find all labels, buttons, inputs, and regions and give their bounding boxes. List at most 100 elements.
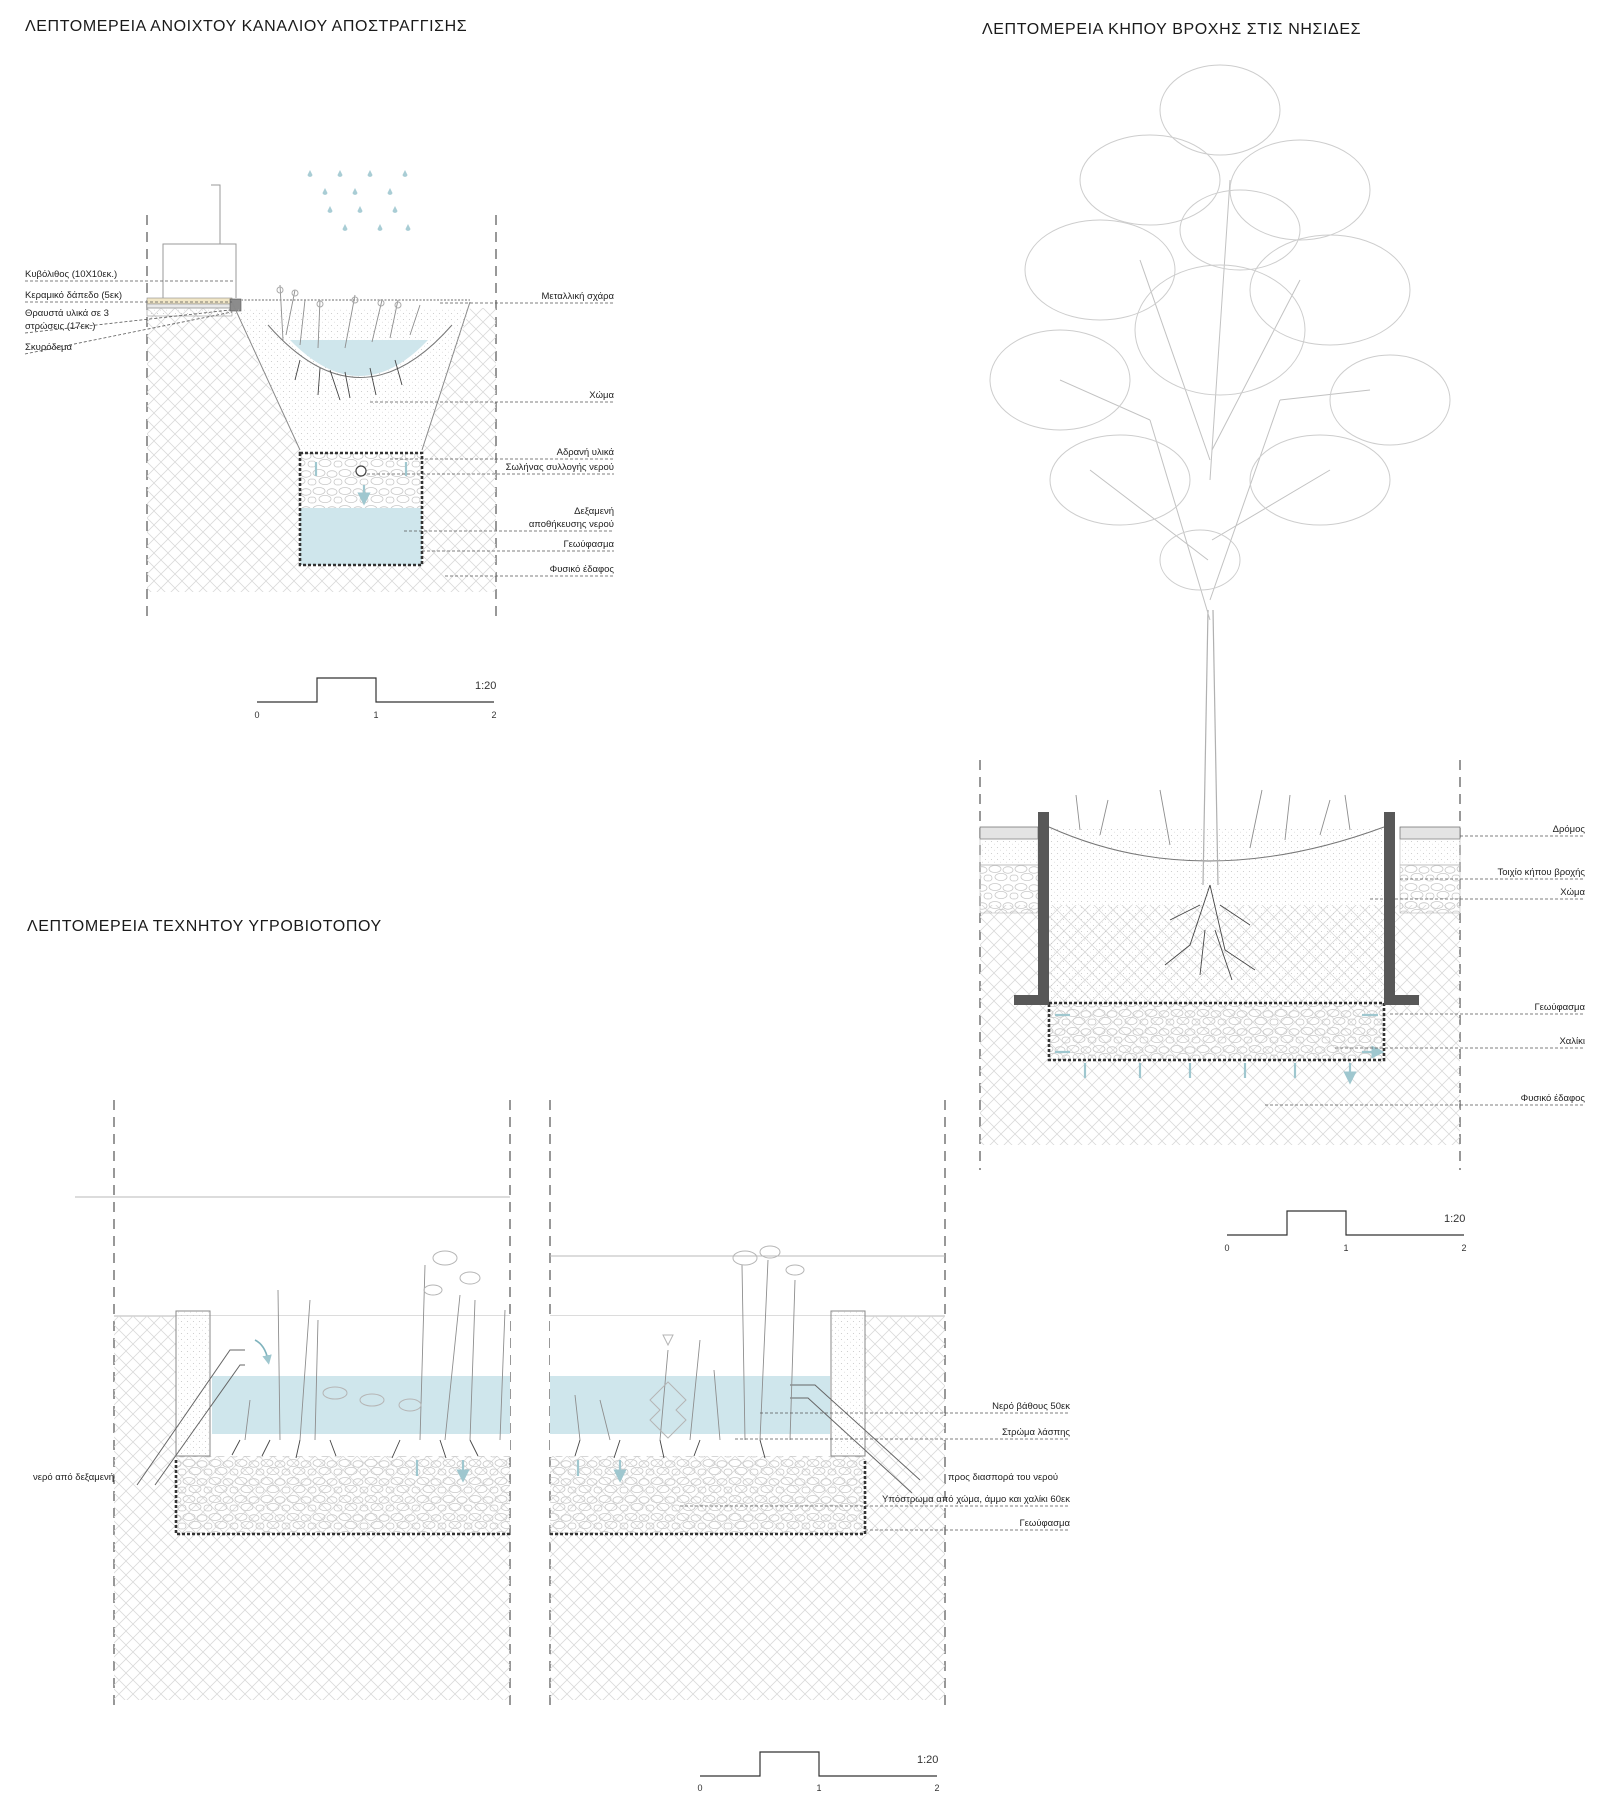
substrate-left [176,1456,510,1534]
leader-concrete [24,311,233,355]
plant-heads-right [649,1245,805,1439]
wetland-wall-left [175,1310,211,1457]
infiltration-arrows-right [576,1460,620,1476]
tank-geotextile [298,451,424,567]
geotextile-wrap [1047,1001,1386,1062]
label-gravel: Χαλίκι [1559,1036,1585,1047]
wall-footing-right [1384,995,1419,1005]
label-concrete: Σκυρόδεμα [25,342,73,353]
label-natural-ground: Φυσικό έδαφος [1521,1093,1586,1104]
label-inflow: νερό από δεξαμενή [33,1472,114,1483]
scale-tick-1: 1 [816,1783,821,1793]
tree-roots [1164,884,1256,981]
rain-garden-wall-right [1384,812,1395,1003]
ceramic-layer [146,303,233,309]
label-natural-ground: Φυσικό έδαφος [550,564,615,575]
label-cobble: Κυβόλιθος (10Χ10εκ.) [25,269,117,280]
label-geotextile: Γεωύφασμα [1019,1518,1070,1529]
scale-bar-wetland: 1:20 0 1 2 [697,1751,940,1793]
tree-branches [1059,179,1371,621]
geotextile-right [550,1460,867,1536]
scale-bar-rain-garden: 1:20 0 1 2 [1224,1210,1467,1253]
geotextile-left [174,1460,510,1536]
road-base-right [1399,838,1461,866]
wetland-water-left [212,1376,510,1434]
substrate-right [550,1456,865,1534]
label-substrate: Υπόστρωμα από χώμα, άμμο και χαλίκι 60εκ [882,1494,1070,1505]
rain-drops-icon [307,170,411,231]
scale-tick-2: 2 [1461,1243,1466,1253]
scale-ratio: 1:20 [475,680,496,692]
channel-plant-heads [276,286,402,309]
tree-trunk [1202,609,1219,886]
outflow-pipe [790,1384,921,1494]
wetland-roots-left [231,1439,479,1459]
ground-plants [1075,789,1351,849]
scale-ratio: 1:20 [1444,1213,1465,1225]
infiltration-arrows [314,462,408,499]
label-wall: Τοιχίο κήπου βροχής [1498,867,1586,878]
infiltration-arrows [1083,1063,1350,1078]
road-subbase-left [979,864,1039,914]
scale-bar-channel: 1:20 0 1 2 [254,677,497,720]
inflow-pipe [136,1349,245,1486]
title-drainage-channel: ΛΕΠΤΟΜΕΡΕΙΑ ΑΝΟΙΧΤΟΥ ΚΑΝΑΛΙΟΥ ΑΠΟΣΤΡΑΓΓΙ… [25,18,467,35]
label-grate: Μεταλλική σχάρα [541,291,614,302]
label-outflow: προς διασπορά του νερού [948,1472,1058,1483]
label-pipe: Σωλήνας συλλογής νερού [506,462,614,473]
scale-tick-0: 0 [697,1783,702,1793]
inflow-arrow-icon [254,1339,272,1365]
label-water-depth: Νερό βάθους 50εκ [992,1401,1070,1412]
scale-tick-1: 1 [1343,1243,1348,1253]
channel-roots [294,359,403,401]
tree-crown [989,64,1451,591]
tank-water [300,508,422,565]
lateral-arrows [1055,1013,1378,1052]
scale-ratio: 1:20 [917,1754,938,1766]
title-rain-garden: ΛΕΠΤΟΜΕΡΕΙΑ ΚΗΠΟΥ ΒΡΟΧΗΣ ΣΤΙΣ ΝΗΣΙΔΕΣ [982,21,1361,38]
channel-walls [231,301,471,451]
road-surface-right [1399,826,1461,840]
road-subbase-right [1399,864,1461,914]
scale-tick-2: 2 [934,1783,939,1793]
scale-tick-2: 2 [491,710,496,720]
label-geotextile: Γεωύφασμα [1534,1002,1585,1013]
channel-plants [279,284,421,349]
road-base-left [979,838,1039,866]
label-soil: Χώμα [589,390,614,401]
gravel-layer [1049,1003,1384,1060]
tank-aggregates [300,453,422,508]
wall-footing-left [1014,995,1049,1005]
rain-garden-section: Δρόμος Τοιχίο κήπου βροχής Χώμα Γεωύφασμ… [979,64,1586,1253]
label-soil: Χώμα [1560,887,1585,898]
plant-heads-left [322,1250,481,1412]
label-aggregates: Αδρανή υλικά [557,447,615,458]
basin-curve [267,324,453,378]
collection-pipe-icon [355,465,367,477]
label-crushed-2: στρώσεις (17εκ.) [25,321,95,332]
label-road: Δρόμος [1553,824,1586,835]
wetland-plants-left [244,1264,506,1441]
basin-water [290,340,428,376]
wetland-roots-right [574,1439,766,1459]
wetland-water-right [550,1376,830,1434]
leader-crushed [24,309,231,334]
scale-tick-0: 0 [254,710,259,720]
label-ceramic: Κεραμικό δάπεδο (5εκ) [25,290,122,301]
rain-garden-wall-left [1038,812,1049,1003]
label-tank-2: αποθήκευσης νερού [529,519,614,530]
label-tank-1: Δεξαμενή [574,506,614,517]
wetland-plants-right [574,1259,796,1441]
label-mud: Στρώμα λάσπης [1002,1427,1070,1438]
scale-tick-1: 1 [373,710,378,720]
title-wetland: ΛΕΠΤΟΜΕΡΕΙΑ ΤΕΧΝΗΤΟΥ ΥΓΡΟΒΙΟΤΟΠΟΥ [27,918,382,935]
label-geotextile: Γεωύφασμα [563,539,614,550]
wetland-wall-right [830,1310,866,1457]
natural-ground-hatch [147,308,496,592]
scale-tick-0: 0 [1224,1243,1229,1253]
cobble-layer [146,297,233,305]
road-surface-left [979,826,1039,840]
infiltration-arrows-left [415,1460,463,1476]
curb-wall-outline [162,184,237,298]
label-crushed-1: Θραυστά υλικά σε 3 [25,308,109,319]
